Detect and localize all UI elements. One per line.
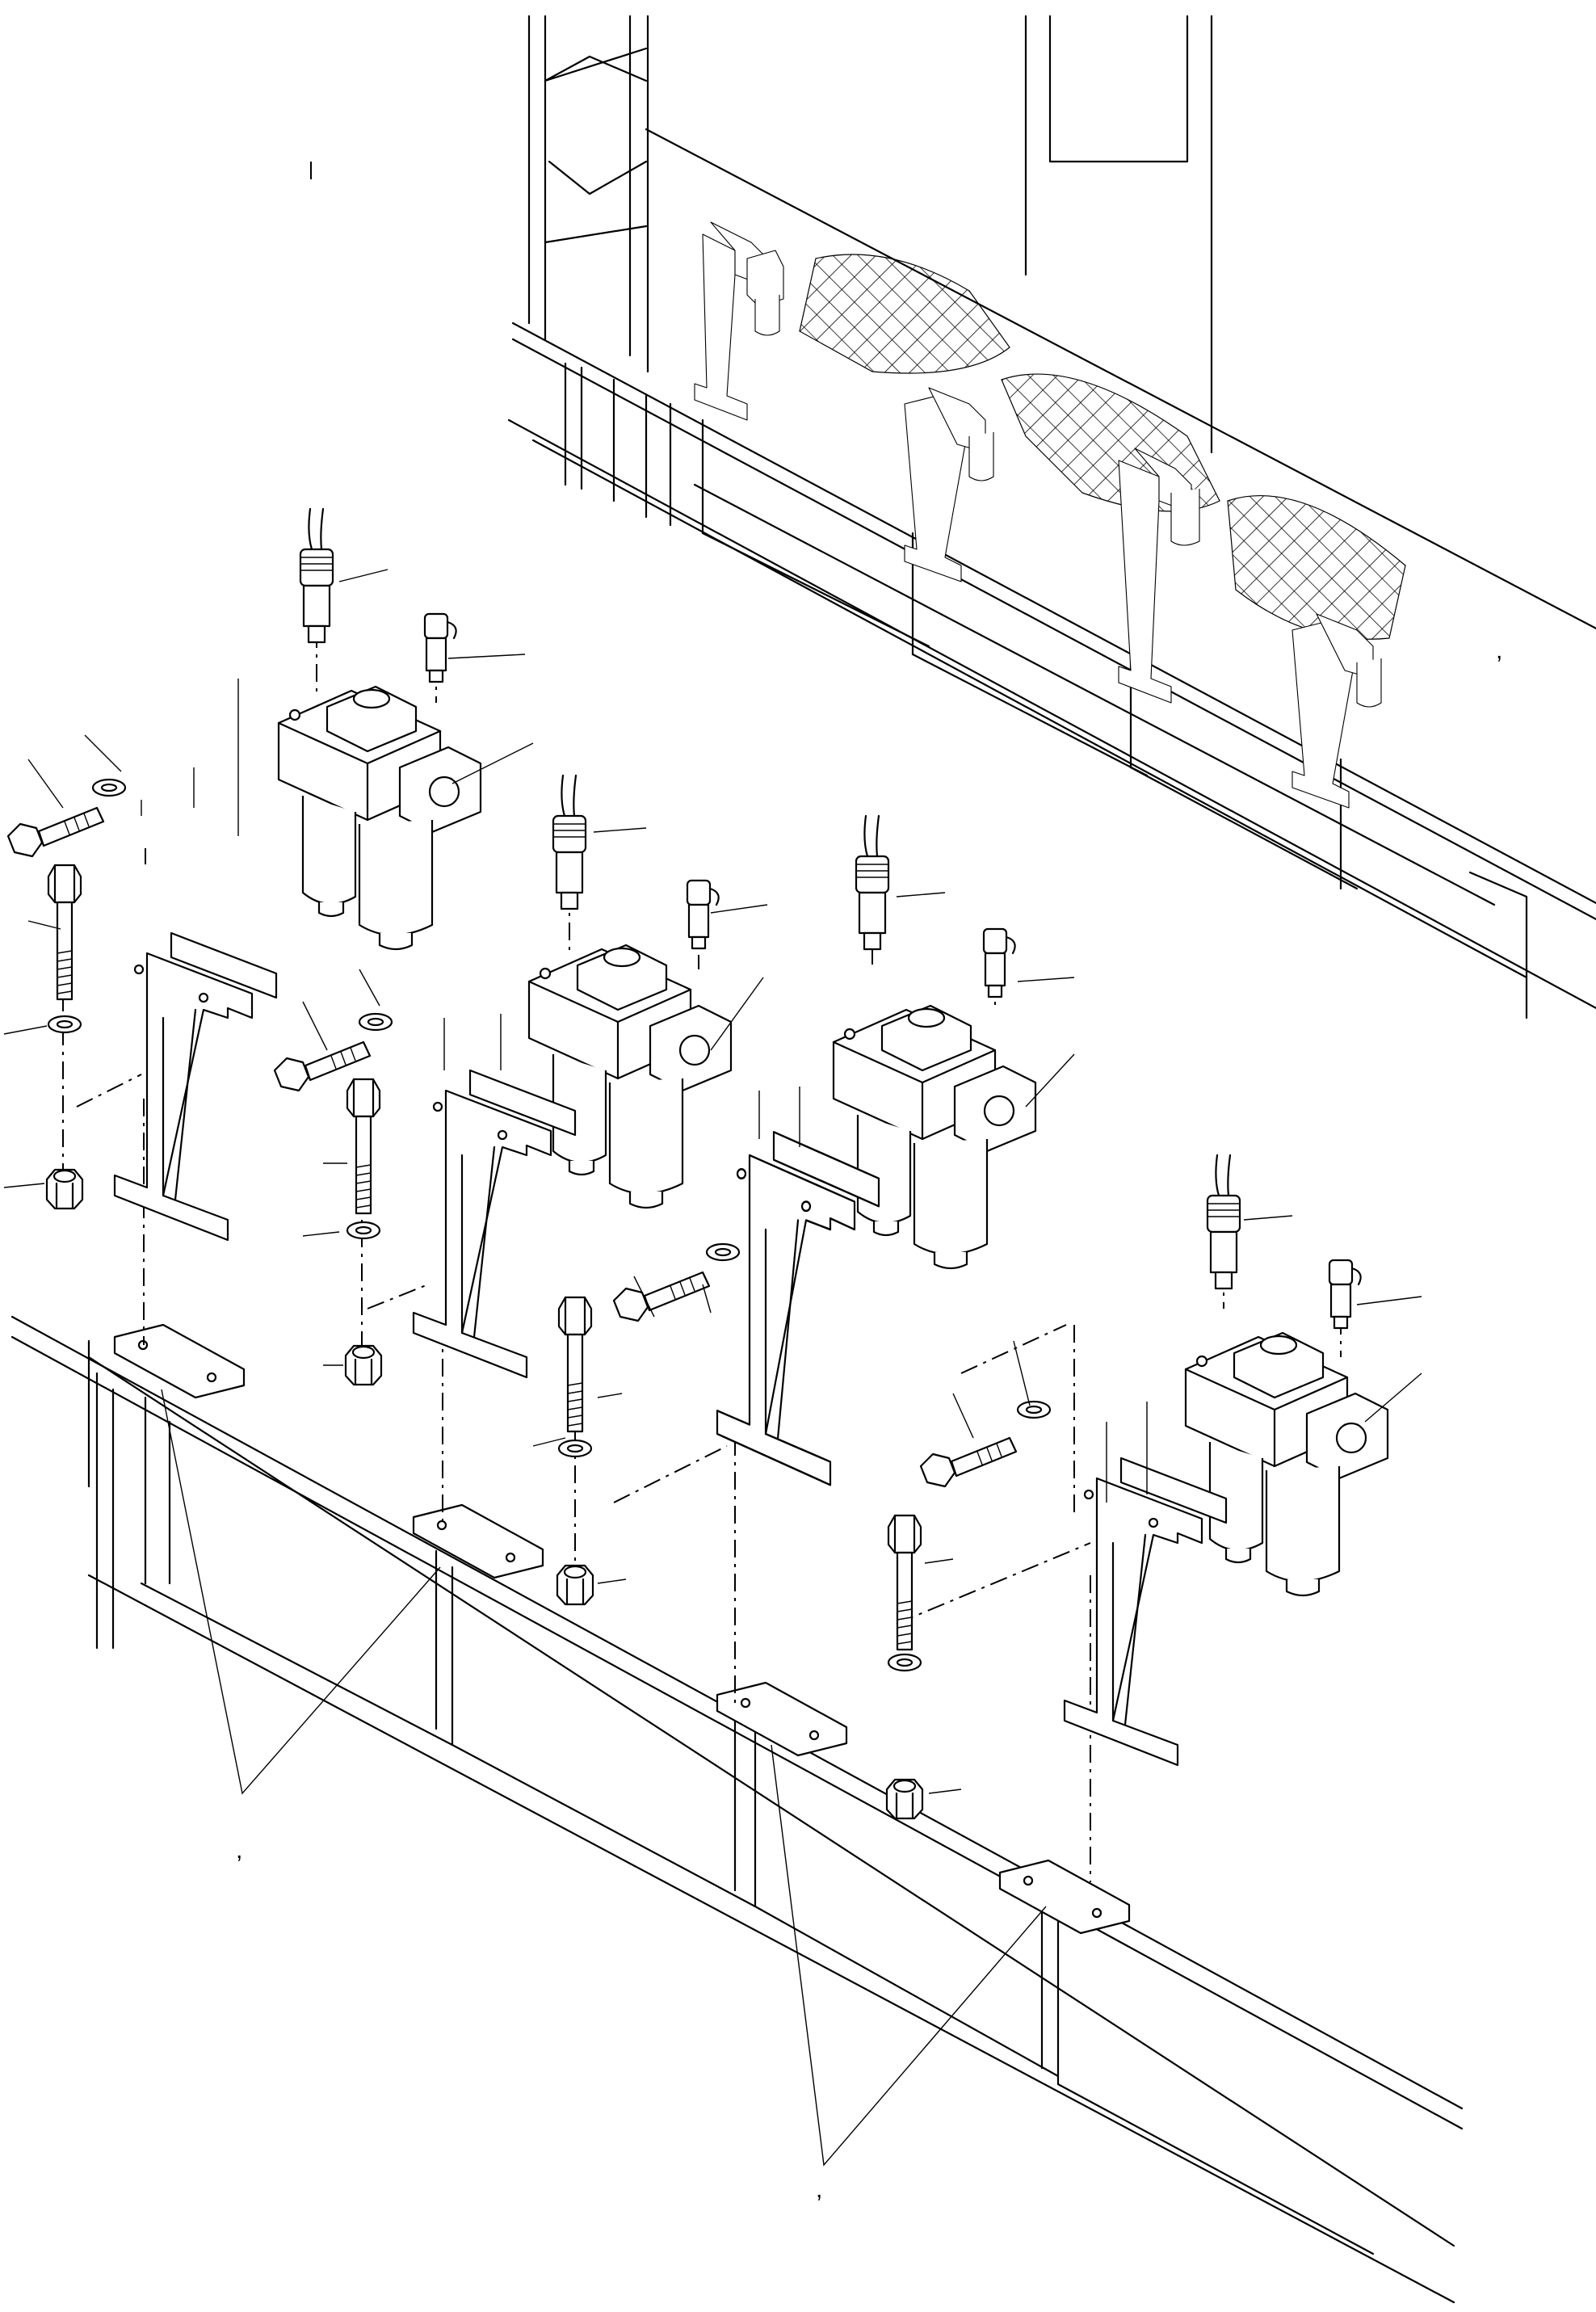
hex-bolt-horizontal-3: [612, 1271, 711, 1322]
mesh-screen-panels: [799, 254, 1406, 640]
plug-1: [423, 612, 457, 683]
callout-mark-2: ,: [236, 1837, 242, 1864]
bracket-3: [716, 1130, 880, 1486]
washer-h-4: [1016, 1400, 1052, 1419]
hex-bolt-vertical-3: [557, 1296, 593, 1433]
washer-h-2: [358, 1012, 393, 1032]
bracket-1: [113, 931, 278, 1242]
hex-bolt-vertical-1: [47, 864, 82, 1001]
nut-1: [45, 1168, 84, 1210]
hex-bolt-vertical-4: [887, 1514, 922, 1651]
bracket-2: [412, 1069, 577, 1379]
washer-v-3: [557, 1439, 593, 1458]
hex-bolt-horizontal-1: [6, 806, 105, 858]
lower-beam-structure: [10, 1315, 1464, 2304]
callout-mark-3: ,: [816, 2176, 822, 2203]
nut-3: [556, 1564, 594, 1606]
filter-unit-4: [1184, 1331, 1389, 1597]
washer-v-4: [887, 1653, 922, 1672]
callout-marks: , , ,: [236, 637, 1502, 2203]
leader-lines: [3, 569, 1422, 2167]
washer-h-3: [705, 1242, 741, 1262]
sensor-2: [552, 774, 587, 910]
callout-mark-1: ,: [1496, 637, 1502, 664]
sensor-1: [299, 507, 334, 644]
nut-2: [344, 1344, 383, 1386]
filter-unit-2: [527, 944, 733, 1209]
plug-3: [982, 927, 1016, 998]
filter-unit-1: [277, 685, 482, 951]
hex-bolt-vertical-2: [346, 1078, 381, 1215]
hex-bolt-horizontal-4: [919, 1436, 1018, 1488]
washer-v-2: [346, 1221, 381, 1240]
upper-frame-structure: [507, 15, 1596, 1019]
plug-2: [686, 879, 720, 950]
washer-v-1: [47, 1015, 82, 1034]
bracket-4: [1063, 1457, 1228, 1767]
washer-h-1: [91, 778, 127, 797]
mounting-plates: [113, 1323, 1131, 1935]
nut-4: [885, 1778, 924, 1820]
plug-4: [1328, 1259, 1362, 1330]
filter-unit-3: [832, 1004, 1037, 1270]
sensor-3: [855, 814, 890, 951]
installed-filter-units: [694, 221, 1382, 809]
sensor-4: [1206, 1154, 1241, 1290]
